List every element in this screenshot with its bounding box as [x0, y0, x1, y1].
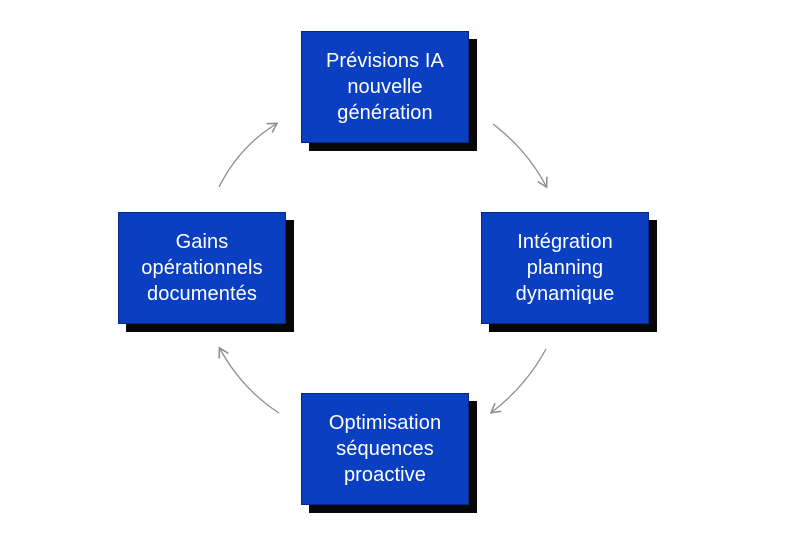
node-label: Gains opérationnels documentés	[141, 231, 263, 305]
node-gains-operationnels: Gains opérationnels documentés	[118, 212, 286, 324]
node-optimisation-sequences: Optimisation séquences proactive	[301, 393, 469, 505]
node-label: Optimisation séquences proactive	[328, 412, 442, 486]
arrow-left-to-top	[218, 122, 279, 188]
arrow-right-to-bottom	[489, 348, 547, 414]
node-integration-planning: Intégration planning dynamique	[481, 212, 649, 324]
arrow-bottom-to-left	[218, 346, 280, 414]
node-label: Intégration planning dynamique	[515, 231, 615, 305]
node-previsions-ia: Prévisions IA nouvelle génération	[301, 31, 469, 143]
node-label: Prévisions IA nouvelle génération	[325, 50, 444, 124]
arrow-top-to-right	[492, 123, 548, 189]
